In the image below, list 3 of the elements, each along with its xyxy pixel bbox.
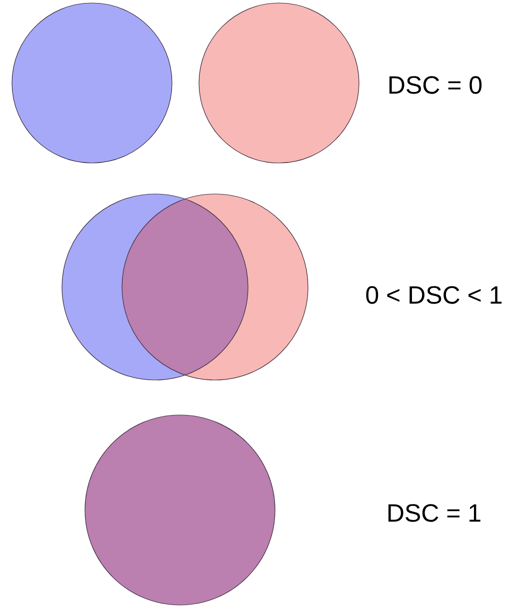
formula-label: DSC = 0: [389, 76, 482, 94]
formula-label: 0 < DSC < 1: [366, 286, 502, 304]
formula-label: DSC = 1: [388, 504, 480, 522]
